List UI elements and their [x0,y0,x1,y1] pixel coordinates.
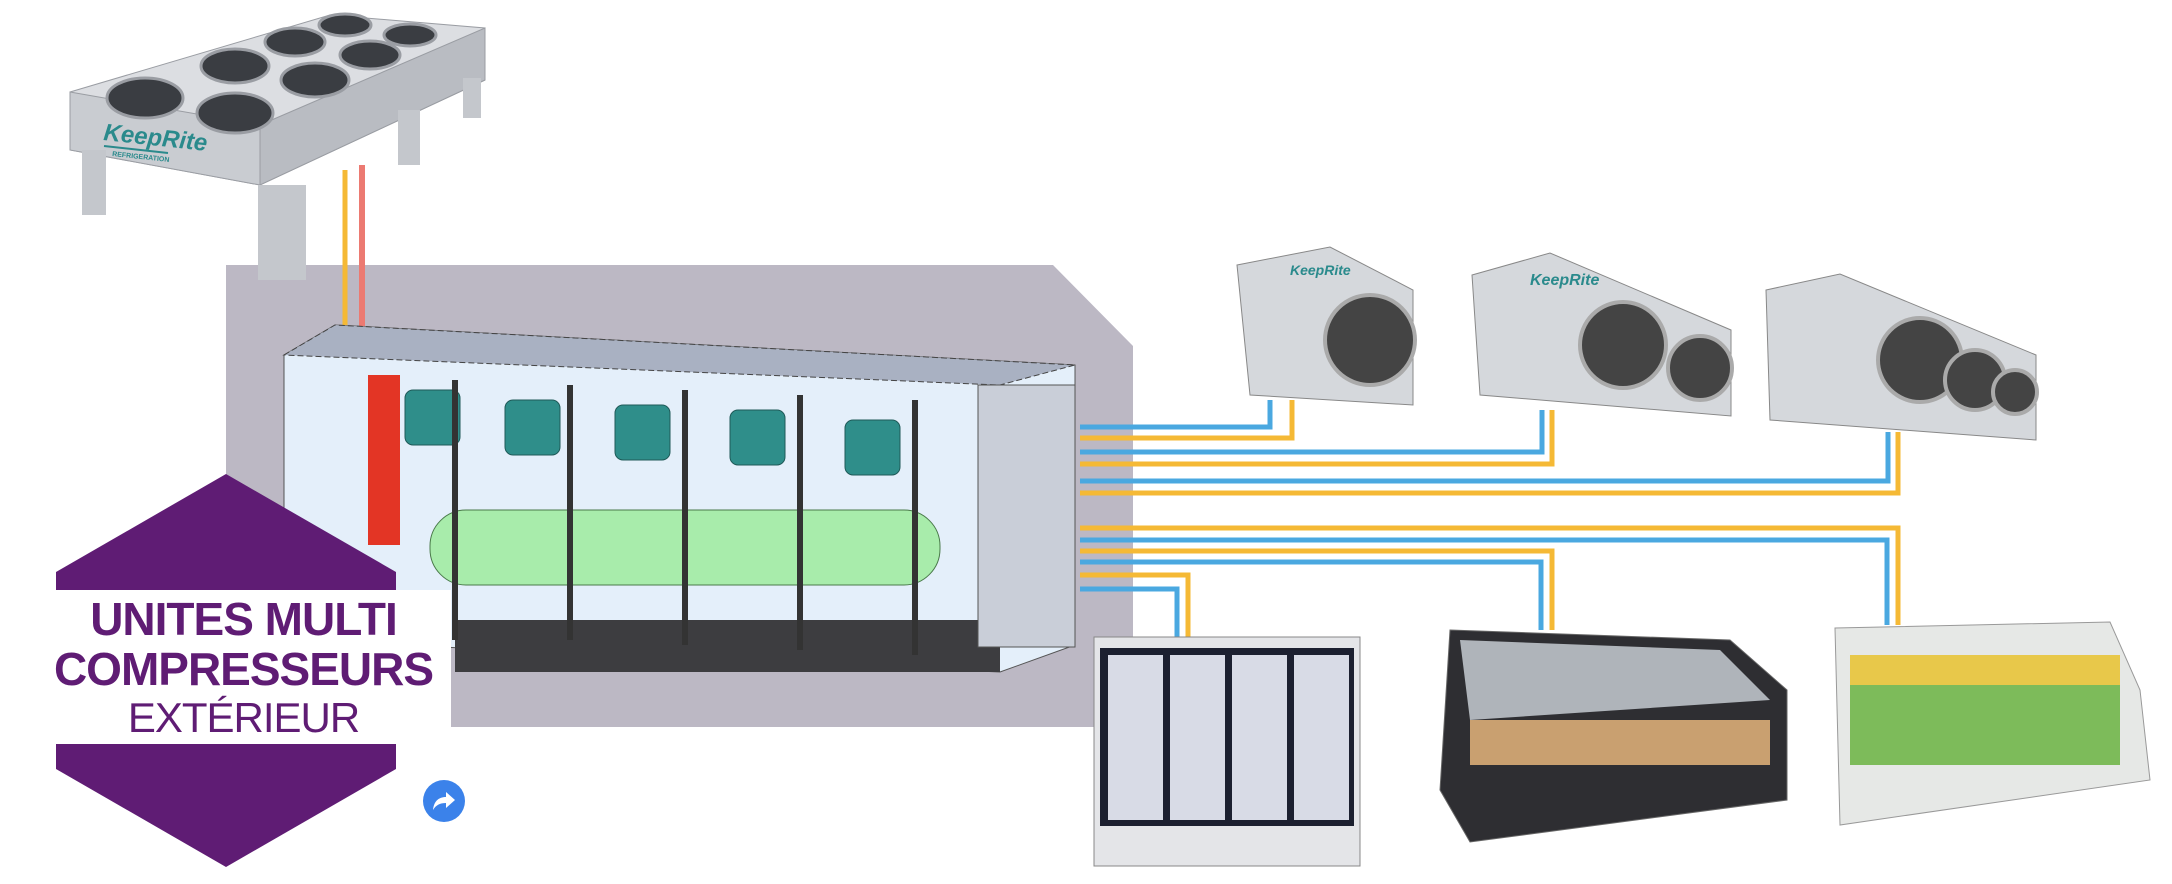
suction-line-evap2 [1080,410,1545,455]
air-cooled-condenser: KeepRite REFRIGERATION [69,12,486,280]
liquid-line-case3 [1080,525,1901,625]
liquid-line-evap3 [1080,432,1901,496]
share-button[interactable] [423,780,465,822]
deli-service-case [1439,629,1788,843]
title-line-3: EXTÉRIEUR [127,694,360,741]
unit-cooler-3 [1765,273,2039,441]
suction-line-case1 [1080,586,1180,640]
unit-cooler-1: KeepRite [1236,246,1417,406]
liquid-line-evap1 [1080,400,1295,441]
suction-line-case2 [1080,559,1544,630]
keeprite-logo-cooler-2: KeepRite [1530,272,1599,289]
liquid-line-evap2 [1080,410,1555,467]
keeprite-logo-cooler-1: KeepRite [1290,262,1351,278]
liquid-line-case1 [1080,572,1191,640]
emblem-top [56,474,396,590]
reach-in-freezer-case [1093,636,1361,867]
suction-line-case3 [1080,537,1890,625]
title-line-2: COMPRESSEURS [53,643,434,695]
multi-compressor-unit [282,324,1076,673]
liquid-line-case2 [1080,548,1555,630]
share-arrow-icon [433,792,455,810]
suction-line-evap1 [1080,400,1273,430]
emblem-bottom [56,744,396,867]
emblem-title: UNITES MULTI COMPRESSEURS EXTÉRIEUR [36,590,451,744]
unit-cooler-2: KeepRite [1471,252,1734,417]
refrigerant-lines [1080,400,1901,640]
multi-deck-produce-case [1834,621,2151,826]
title-line-1: UNITES MULTI [90,593,398,645]
suction-line-evap3 [1080,432,1891,484]
